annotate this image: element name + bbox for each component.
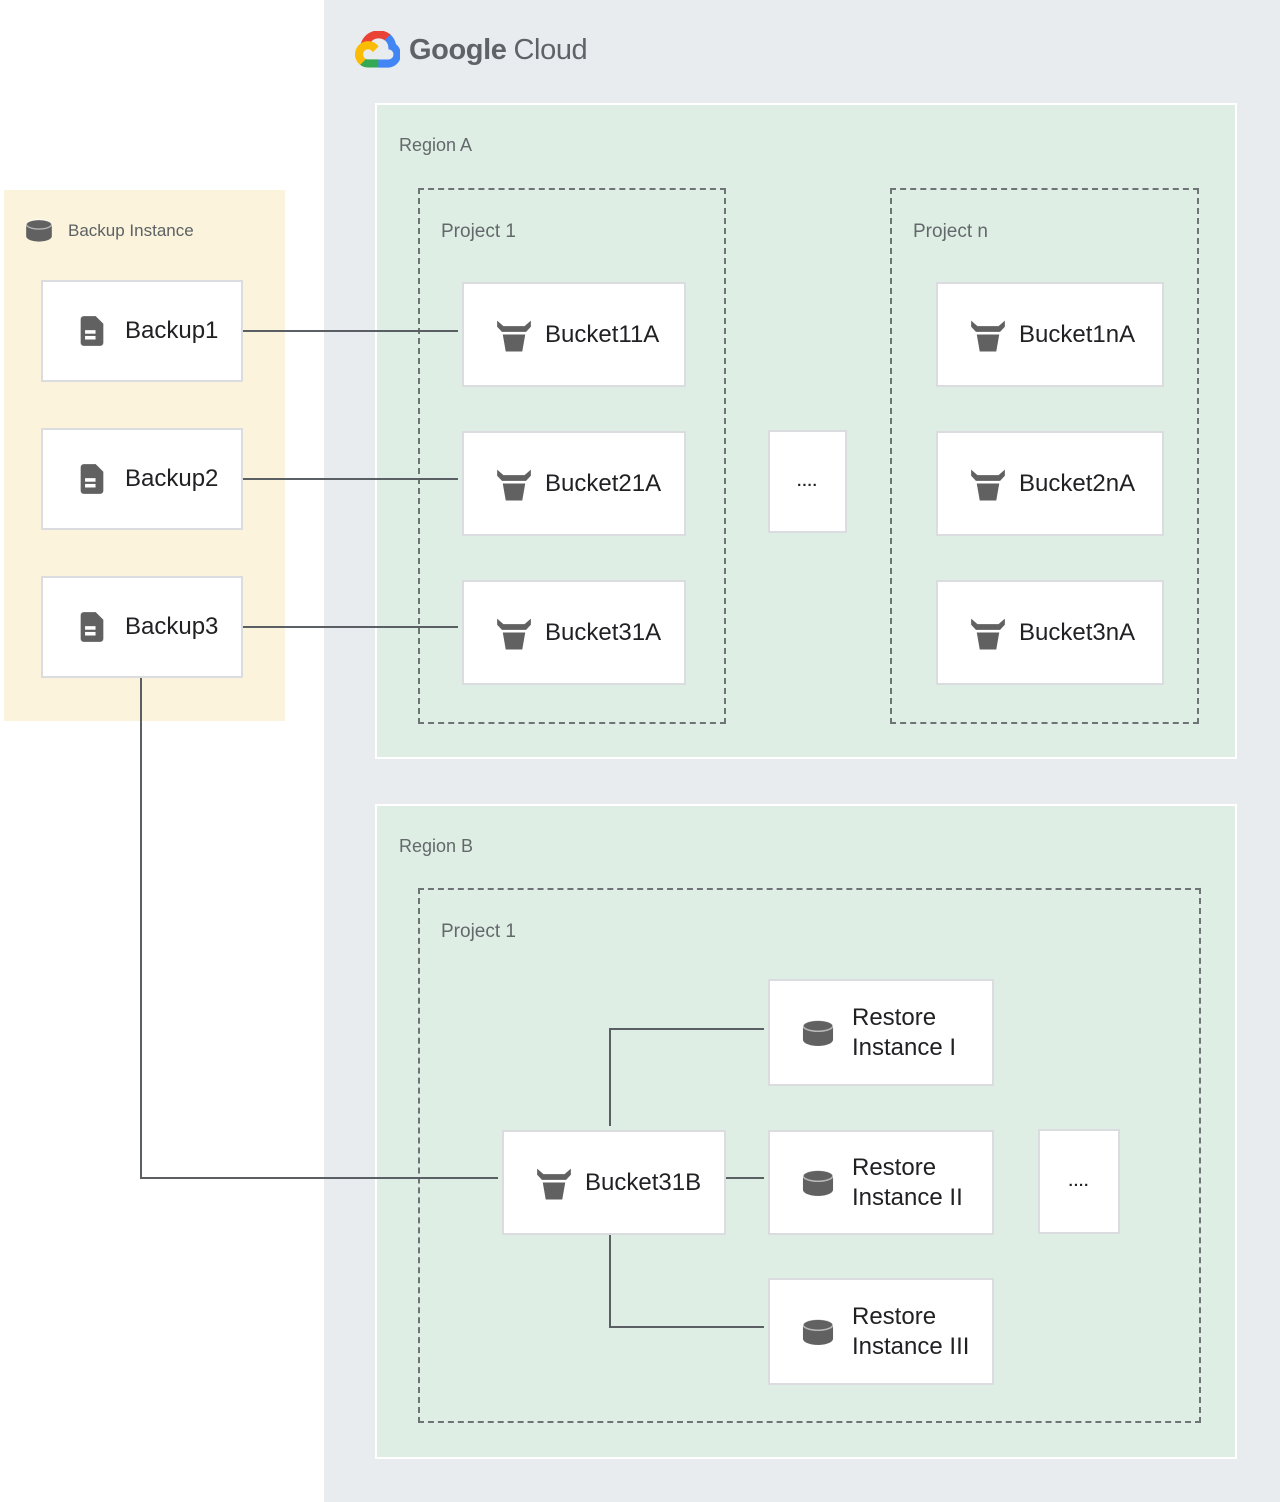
bucket-icon [971,469,1005,501]
bucket3na-node: Bucket3nA [936,580,1164,685]
node-label: Backup3 [125,613,219,640]
region-a-project-1-label: Project 1 [441,221,516,242]
node-label: Backup1 [125,317,219,344]
bucket31a-node: Bucket31A [462,580,686,685]
connector-backup2-bucket21a [243,478,458,480]
ellipsis-text: .... [797,473,818,490]
connector-backup3-bucket31b-vertical [140,678,142,1179]
restore-instance-3-node: Restore Instance III [768,1278,994,1385]
bucket21a-node: Bucket21A [462,431,686,536]
connector-bucket31b-restore1-vertical [609,1028,611,1126]
backup-instance-header: Backup Instance [20,217,194,244]
connector-bucket31b-restore3-vertical [609,1231,611,1328]
ellipsis-text: .... [1068,1173,1090,1190]
ellipsis-box-region-a: .... [768,430,847,533]
bucket-icon [497,469,531,501]
node-label: Bucket2nA [1019,469,1136,497]
connector-bucket31b-restore3-horizontal [609,1326,764,1328]
region-b-label: Region B [399,836,474,856]
restore-line-2: Instance I [852,1033,957,1061]
restore-line-2: Instance III [852,1332,970,1360]
node-label: Bucket1nA [1019,320,1136,348]
node-label: Bucket3nA [1019,618,1136,646]
node-label: Bucket31A [545,618,662,646]
backup-instance-panel: Backup Instance Backup1 Backup2 Backup3 [4,190,285,721]
restore-line-2: Instance II [852,1183,963,1211]
backup-instance-label: Backup Instance [68,220,194,240]
database-icon [802,1168,834,1197]
region-b-project-1-box: Project 1 Bucket31B Restore Instance I R [418,888,1201,1423]
connector-backup3-bucket31a [243,626,458,628]
bucket2na-node: Bucket2nA [936,431,1164,536]
document-icon [80,612,104,642]
region-a-label: Region A [399,135,473,155]
node-label: Bucket31B [585,1168,702,1196]
restore-label: Restore Instance II [852,1153,963,1213]
connector-backup3-bucket31b-horizontal [140,1177,498,1179]
region-a-project-1-box: Project 1 Bucket11A Bucket21A Bucket31A [418,188,726,724]
connector-bucket31b-restore1-horizontal [609,1028,764,1030]
document-icon [80,464,104,494]
restore-line-1: Restore [852,1003,937,1031]
bucket31b-node: Bucket31B [502,1130,726,1235]
restore-line-1: Restore [852,1153,937,1181]
backup3-node: Backup3 [41,576,243,678]
restore-label: Restore Instance III [852,1302,969,1362]
ellipsis-box-region-b: .... [1038,1129,1120,1234]
restore-instance-2-node: Restore Instance II [768,1130,994,1235]
restore-label: Restore Instance I [852,1003,956,1063]
backup2-node: Backup2 [41,428,243,530]
bucket1na-node: Bucket1nA [936,282,1164,387]
bucket-icon [537,1168,571,1200]
document-icon [80,316,104,346]
region-b-panel: Region B Project 1 Bucket31B Restore Ins… [375,804,1237,1459]
backup1-node: Backup1 [41,280,243,382]
region-a-project-n-label: Project n [913,221,988,242]
restore-instance-1-node: Restore Instance I [768,979,994,1086]
connector-backup1-bucket11a [243,330,458,332]
node-label: Bucket11A [545,320,660,348]
connector-bucket31b-restore2 [722,1177,764,1179]
bucket-icon [497,618,531,650]
region-a-project-n-box: Project n Bucket1nA Bucket2nA Bucket3nA [890,188,1199,724]
database-icon [25,218,53,243]
logo-text-cloud: Cloud [513,33,588,66]
region-b-project-1-label: Project 1 [441,921,516,942]
bucket11a-node: Bucket11A [462,282,686,387]
node-label: Bucket21A [545,469,662,497]
node-label: Backup2 [125,465,219,492]
database-icon [802,1018,834,1047]
region-a-panel: Region A Project 1 Bucket11A Bucket21A B… [375,103,1237,759]
restore-line-1: Restore [852,1302,937,1330]
bucket-icon [497,320,531,352]
logo-text-google: Google [409,33,507,66]
google-cloud-icon [354,31,400,68]
bucket-icon [971,320,1005,352]
bucket-icon [971,618,1005,650]
database-icon [802,1317,834,1346]
